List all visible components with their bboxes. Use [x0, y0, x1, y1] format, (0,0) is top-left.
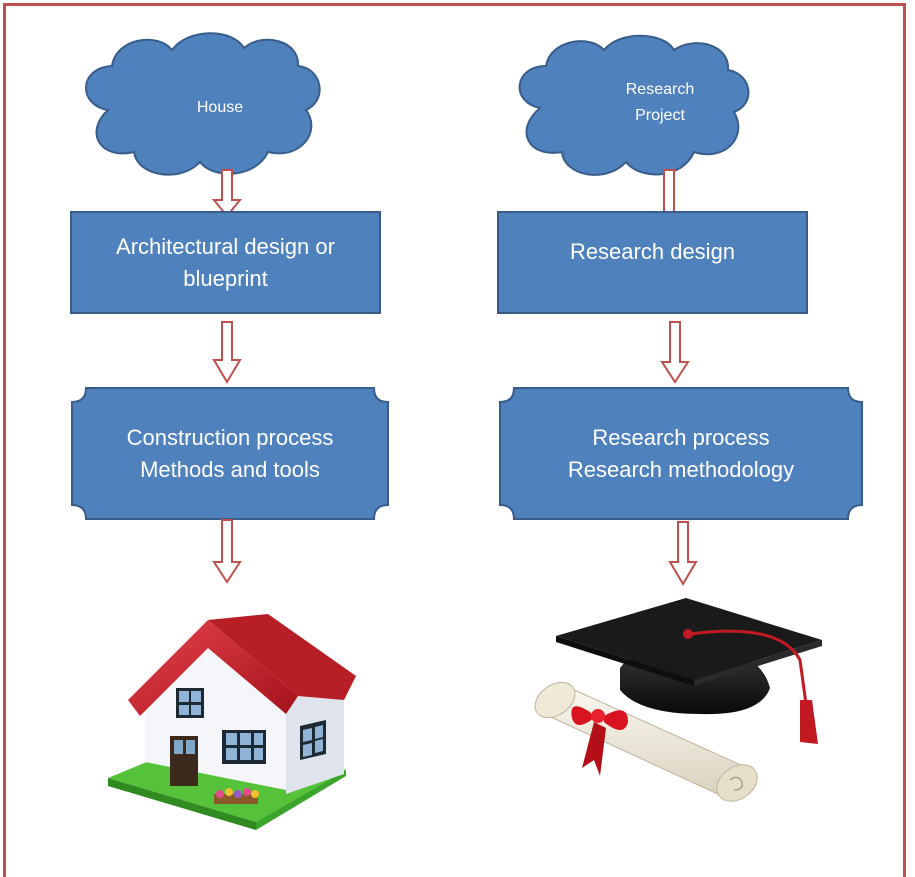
box-research-design — [497, 211, 808, 314]
research-process-label: Research process Research methodology — [514, 400, 848, 508]
cloud-house-text: House — [196, 99, 244, 117]
diagram-frame — [3, 3, 906, 877]
construction-process-line2: Methods and tools — [140, 457, 320, 482]
arrow-left-3 — [212, 519, 242, 584]
cloud-research-project-label: Research Project — [580, 70, 740, 136]
graduation-cap-diploma-icon — [534, 598, 822, 802]
arrow-left-2 — [212, 321, 242, 384]
construction-process-label: Construction process Methods and tools — [86, 400, 374, 508]
arrow-left-1 — [211, 169, 243, 218]
plaque-construction-process — [71, 387, 389, 520]
architectural-design-label: Architectural design or blueprint — [72, 213, 379, 312]
plaque-research-process — [499, 387, 863, 520]
research-design-label: Research design — [499, 213, 806, 291]
cloud-research-project — [518, 34, 750, 176]
arrow-right-3 — [668, 521, 698, 586]
box-architectural-design — [70, 211, 381, 314]
cloud-house-label: House — [150, 86, 290, 130]
house-icon — [108, 614, 356, 830]
cloud-research-text-line2: Project — [635, 107, 685, 124]
arrow-right-2 — [660, 321, 690, 384]
research-process-line2: Research methodology — [567, 457, 795, 482]
cloud-research-text-line1: Research — [625, 81, 695, 99]
research-process-line1: Research process — [592, 425, 770, 451]
research-design-text: Research design — [569, 239, 736, 265]
construction-process-line1: Construction process — [126, 425, 334, 451]
cloud-house — [85, 32, 321, 176]
architectural-design-line1: Architectural design or — [116, 233, 335, 259]
architectural-design-line2: blueprint — [183, 265, 268, 291]
